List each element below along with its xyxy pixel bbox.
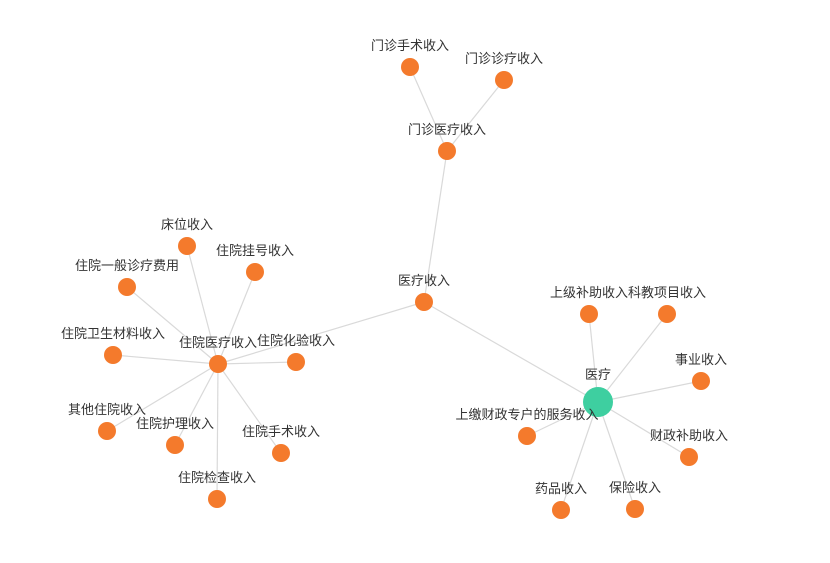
node-circle[interactable]: [98, 422, 116, 440]
edge-yl-zy: [217, 301, 425, 365]
node-circle[interactable]: [118, 278, 136, 296]
node-label: 其他住院收入: [68, 402, 146, 417]
node-circle[interactable]: [692, 372, 710, 390]
node-label: 住院检查收入: [178, 470, 256, 485]
node-label: 门诊诊疗收入: [465, 51, 543, 66]
node-circle[interactable]: [209, 355, 227, 373]
node-circle[interactable]: [626, 500, 644, 518]
edge-mz-mzzl: [446, 79, 505, 152]
node-label: 财政补助收入: [650, 428, 728, 443]
graph-node-gh[interactable]: 住院挂号收入: [216, 243, 294, 281]
edge-zy-ws: [112, 354, 219, 365]
graph-node-yb[interactable]: 住院一般诊疗费用: [75, 258, 179, 296]
graph-node-cz[interactable]: 财政补助收入: [650, 428, 728, 466]
node-label: 住院挂号收入: [216, 243, 294, 258]
node-label: 住院化验收入: [257, 333, 335, 348]
edge-yl-mz: [423, 150, 448, 303]
node-circle[interactable]: [658, 305, 676, 323]
graph-node-mzzl[interactable]: 门诊诊疗收入: [465, 51, 543, 89]
node-label: 上级补助收入: [550, 285, 628, 300]
graph-node-sjcz[interactable]: 上缴财政专户的服务收入: [455, 407, 599, 445]
node-label: 住院卫生材料收入: [61, 326, 165, 341]
edge-root-bx: [597, 401, 636, 510]
node-circle[interactable]: [680, 448, 698, 466]
node-circle[interactable]: [287, 353, 305, 371]
node-label: 门诊手术收入: [371, 38, 449, 53]
edge-root-cz: [597, 401, 690, 458]
node-circle[interactable]: [583, 387, 613, 417]
graph-node-hl[interactable]: 住院护理收入: [136, 416, 214, 454]
edge-zy-yb: [126, 286, 219, 365]
node-label: 事业收入: [675, 352, 727, 367]
graph-node-kj[interactable]: 科教项目收入: [628, 285, 706, 323]
graph-node-sj[interactable]: 上级补助收入: [550, 285, 628, 323]
node-circle[interactable]: [178, 237, 196, 255]
node-label: 保险收入: [609, 480, 661, 495]
node-circle[interactable]: [208, 490, 226, 508]
edge-zy-hy: [217, 361, 297, 365]
graph-node-zyss[interactable]: 住院手术收入: [242, 424, 320, 462]
graph-node-hy[interactable]: 住院化验收入: [257, 333, 335, 371]
edge-zy-hl: [174, 363, 219, 446]
node-label: 医疗收入: [398, 273, 450, 288]
graph-node-bx[interactable]: 保险收入: [609, 480, 661, 518]
edge-root-kj: [597, 313, 668, 403]
edge-zy-cw: [186, 245, 219, 365]
graph-node-cw[interactable]: 床位收入: [161, 217, 213, 255]
edge-root-sy: [597, 380, 702, 403]
node-circle[interactable]: [246, 263, 264, 281]
node-label: 科教项目收入: [628, 285, 706, 300]
node-circle[interactable]: [415, 293, 433, 311]
graph-node-root[interactable]: 医疗: [583, 367, 613, 417]
graph-node-mzss[interactable]: 门诊手术收入: [371, 38, 449, 76]
node-circle[interactable]: [495, 71, 513, 89]
node-circle[interactable]: [518, 427, 536, 445]
graph-node-zy[interactable]: 住院医疗收入: [179, 335, 257, 373]
node-circle[interactable]: [272, 444, 290, 462]
node-label: 住院手术收入: [242, 424, 320, 439]
node-circle[interactable]: [438, 142, 456, 160]
node-circle[interactable]: [104, 346, 122, 364]
edge-zy-zyss: [217, 363, 282, 454]
graph-node-yl[interactable]: 医疗收入: [398, 273, 450, 311]
node-circle[interactable]: [552, 501, 570, 519]
edge-zy-gh: [217, 271, 256, 365]
node-label: 医疗: [585, 367, 611, 382]
node-label: 住院医疗收入: [179, 335, 257, 350]
node-label: 住院护理收入: [136, 416, 214, 431]
node-label: 药品收入: [535, 481, 587, 496]
node-label: 床位收入: [161, 217, 213, 232]
graph-node-mz[interactable]: 门诊医疗收入: [408, 122, 486, 160]
node-circle[interactable]: [166, 436, 184, 454]
graph-node-yp[interactable]: 药品收入: [535, 481, 587, 519]
graph-node-sy[interactable]: 事业收入: [675, 352, 727, 390]
node-label: 上缴财政专户的服务收入: [455, 407, 598, 422]
graph-node-qt[interactable]: 其他住院收入: [68, 402, 146, 440]
edge-root-yl: [423, 301, 599, 403]
edge-layer: [106, 66, 702, 511]
graph-node-ws[interactable]: 住院卫生材料收入: [61, 326, 165, 364]
edge-root-yp: [560, 401, 599, 511]
edge-mz-mzss: [409, 66, 448, 152]
node-label: 门诊医疗收入: [408, 122, 486, 137]
edge-zy-qt: [106, 363, 219, 432]
node-circle[interactable]: [401, 58, 419, 76]
node-circle[interactable]: [580, 305, 598, 323]
edge-zy-jc: [216, 363, 219, 500]
node-label: 住院一般诊疗费用: [75, 258, 179, 273]
graph-node-jc[interactable]: 住院检查收入: [178, 470, 256, 508]
